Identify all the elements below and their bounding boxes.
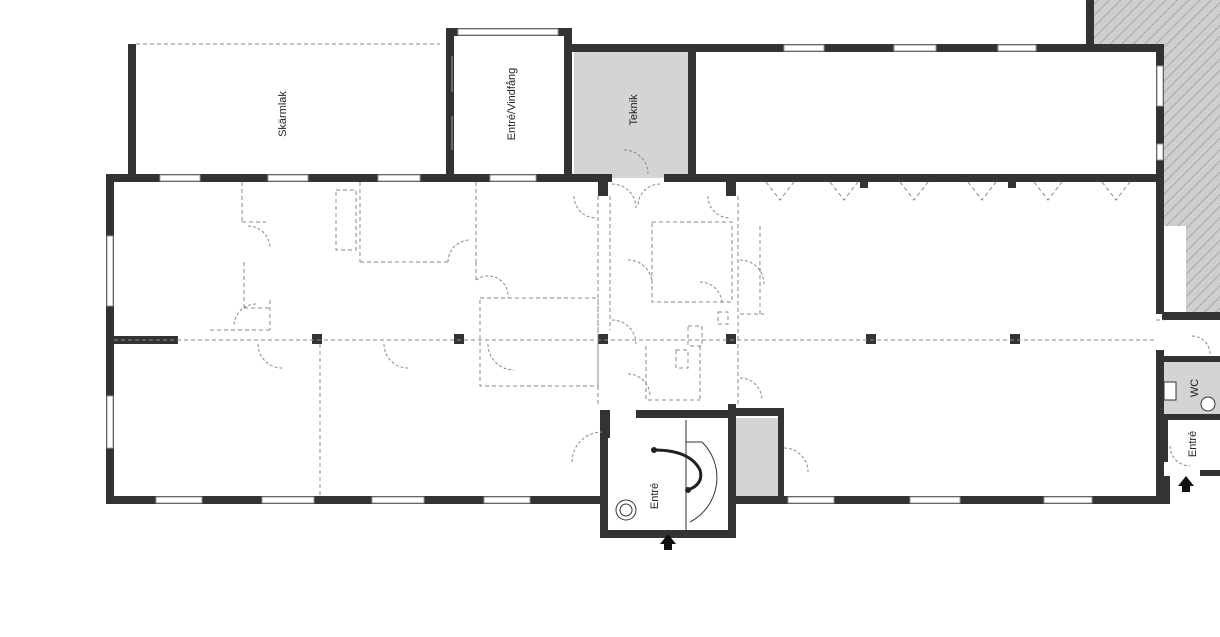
room-label-wc: WC (1189, 379, 1201, 397)
closet-fill (736, 418, 780, 496)
door-swings (233, 149, 1211, 473)
teknik-room-fill (574, 52, 688, 178)
entrance-arrow-icon (660, 534, 676, 550)
sink-icon (1200, 396, 1216, 412)
wc-fixtures (1163, 381, 1216, 412)
room-label-teknik: Teknik (628, 94, 640, 126)
entrance-arrows (660, 476, 1194, 550)
neighbor-building-hatch (1094, 0, 1220, 312)
round-fixture-icon (615, 499, 637, 521)
entrance-arrow-east-icon (1178, 476, 1194, 492)
room-label-skarmlak: Skärmlak (277, 91, 289, 137)
toilet-icon (1163, 381, 1177, 401)
dashed-outlines (114, 43, 1164, 496)
room-label-entre-east: Entré (1187, 431, 1199, 457)
windows (106, 28, 1164, 504)
walls (106, 0, 1220, 538)
entrance-stair (615, 420, 718, 530)
room-label-entre-south: Entré (649, 483, 661, 509)
room-label-entre-vindfang: Entré/Vindfång (506, 68, 518, 141)
